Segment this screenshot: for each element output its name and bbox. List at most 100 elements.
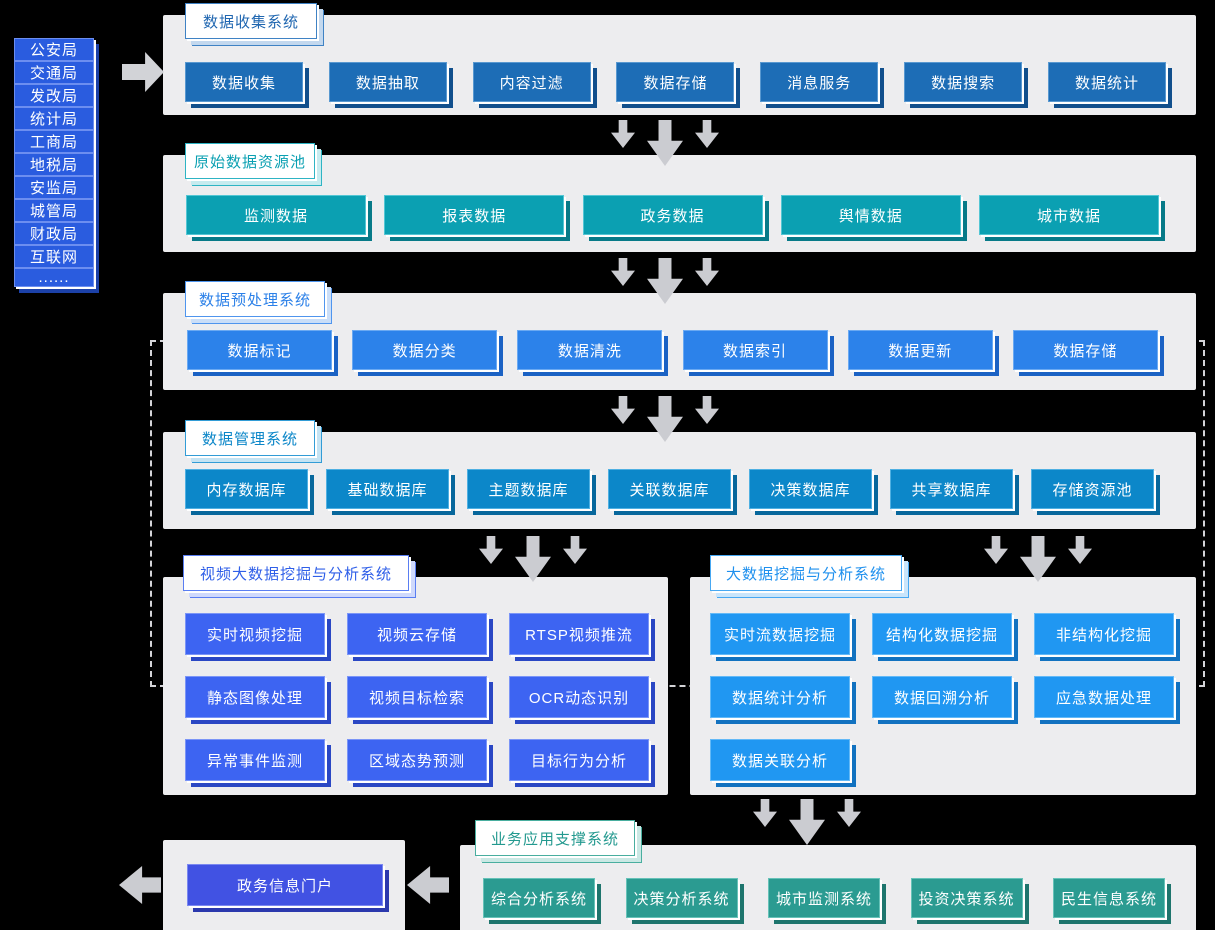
raw-panel: 监测数据 报表数据 政务数据 舆情数据 城市数据 [163,155,1196,252]
right-arrow-icon [122,52,164,92]
raw-node: 城市数据 [979,195,1159,235]
manage-node: 关联数据库 [608,469,731,509]
manage-panel: 内存数据库 基础数据库 主题数据库 关联数据库 决策数据库 共享数据库 存储资源… [163,432,1196,529]
down-arrow-icon [695,258,719,286]
down-arrow-icon [695,120,719,148]
down-arrow-icon [1068,536,1092,564]
down-arrows-group [611,396,719,442]
down-arrows-group [611,258,719,304]
section-title-mining: 大数据挖掘与分析系统 [710,555,902,591]
collect-node: 数据统计 [1047,62,1166,102]
mining-node: 数据统计分析 [710,676,850,718]
down-arrow-icon [611,120,635,148]
down-arrow-icon [611,258,635,286]
manage-node: 共享数据库 [890,469,1013,509]
left-arrow-icon [119,866,161,904]
source-node: 城管局 [14,199,94,222]
video-node: RTSP视频推流 [509,613,649,655]
raw-node: 舆情数据 [780,195,961,235]
mining-node: 数据回溯分析 [872,676,1012,718]
app-node: 民生信息系统 [1053,878,1165,918]
video-node: 视频云存储 [347,613,487,655]
portal-node: 政务信息门户 [187,864,383,906]
collect-node: 数据存储 [616,62,735,102]
preprocess-node: 数据索引 [682,330,828,370]
video-node: 实时视频挖掘 [185,613,325,655]
down-arrow-icon [695,396,719,424]
source-node: 安监局 [14,176,94,199]
down-arrow-icon [563,536,587,564]
down-arrow-icon [1020,536,1056,582]
video-panel: 实时视频挖掘 视频云存储 RTSP视频推流 静态图像处理 视频目标检索 OCR动… [163,577,668,795]
down-arrows-group [984,536,1092,582]
preprocess-node: 数据标记 [187,330,332,370]
app-node: 综合分析系统 [483,878,595,918]
raw-node: 监测数据 [186,195,366,235]
mining-node: 结构化数据挖掘 [872,613,1012,655]
manage-node: 主题数据库 [467,469,590,509]
video-node: 目标行为分析 [509,739,649,781]
down-arrow-icon [479,536,503,564]
manage-node: 决策数据库 [749,469,872,509]
section-title-manage: 数据管理系统 [185,420,315,456]
preprocess-node: 数据更新 [847,330,993,370]
manage-node: 基础数据库 [326,469,449,509]
source-node: 工商局 [14,130,94,153]
section-title-apps: 业务应用支撑系统 [475,820,635,856]
preprocess-node: 数据存储 [1012,330,1158,370]
source-node: 互联网 [14,245,94,268]
video-node: 区域态势预测 [347,739,487,781]
raw-node: 政务数据 [582,195,763,235]
source-node: 财政局 [14,222,94,245]
manage-node: 内存数据库 [185,469,308,509]
mining-node: 数据关联分析 [710,739,850,781]
source-node: 发改局 [14,84,94,107]
down-arrow-icon [789,799,825,845]
preprocess-node: 数据分类 [352,330,498,370]
down-arrow-icon [611,396,635,424]
section-title-raw: 原始数据资源池 [185,143,315,179]
preprocess-node: 数据清洗 [517,330,663,370]
manage-node: 存储资源池 [1031,469,1154,509]
video-node: OCR动态识别 [509,676,649,718]
collect-node: 数据收集 [185,62,303,102]
down-arrow-icon [647,258,683,304]
down-arrows-group [479,536,587,582]
app-node: 投资决策系统 [910,878,1023,918]
source-node: 公安局 [14,38,94,61]
section-title-video: 视频大数据挖掘与分析系统 [183,555,409,591]
portal-panel: 政务信息门户 [163,840,405,930]
mining-node: 实时流数据挖掘 [710,613,850,655]
source-node: 交通局 [14,61,94,84]
section-title-preprocess: 数据预处理系统 [185,281,325,317]
down-arrows-group [753,799,861,845]
down-arrow-icon [515,536,551,582]
raw-node: 报表数据 [384,195,565,235]
source-node: 统计局 [14,107,94,130]
mining-panel: 实时流数据挖掘 结构化数据挖掘 非结构化挖掘 数据统计分析 数据回溯分析 应急数… [690,577,1196,795]
video-node: 视频目标检索 [347,676,487,718]
collect-node: 内容过滤 [472,62,591,102]
app-node: 城市监测系统 [768,878,880,918]
source-node: ...... [14,268,94,287]
collect-node: 消息服务 [760,62,879,102]
down-arrows-group [611,120,719,166]
video-node: 异常事件监测 [185,739,325,781]
source-node: 地税局 [14,153,94,176]
down-arrow-icon [837,799,861,827]
app-node: 决策分析系统 [625,878,738,918]
collect-node: 数据抽取 [328,62,447,102]
down-arrow-icon [647,396,683,442]
apps-panel: 综合分析系统 决策分析系统 城市监测系统 投资决策系统 民生信息系统 [460,845,1196,930]
section-title-collect: 数据收集系统 [185,3,317,39]
mining-node: 应急数据处理 [1034,676,1174,718]
collect-panel: 数据收集 数据抽取 内容过滤 数据存储 消息服务 数据搜索 数据统计 [163,15,1196,115]
preprocess-panel: 数据标记 数据分类 数据清洗 数据索引 数据更新 数据存储 [163,293,1196,390]
down-arrow-icon [647,120,683,166]
down-arrow-icon [753,799,777,827]
collect-node: 数据搜索 [904,62,1023,102]
left-arrow-icon [407,866,449,904]
mining-node: 非结构化挖掘 [1034,613,1174,655]
down-arrow-icon [984,536,1008,564]
